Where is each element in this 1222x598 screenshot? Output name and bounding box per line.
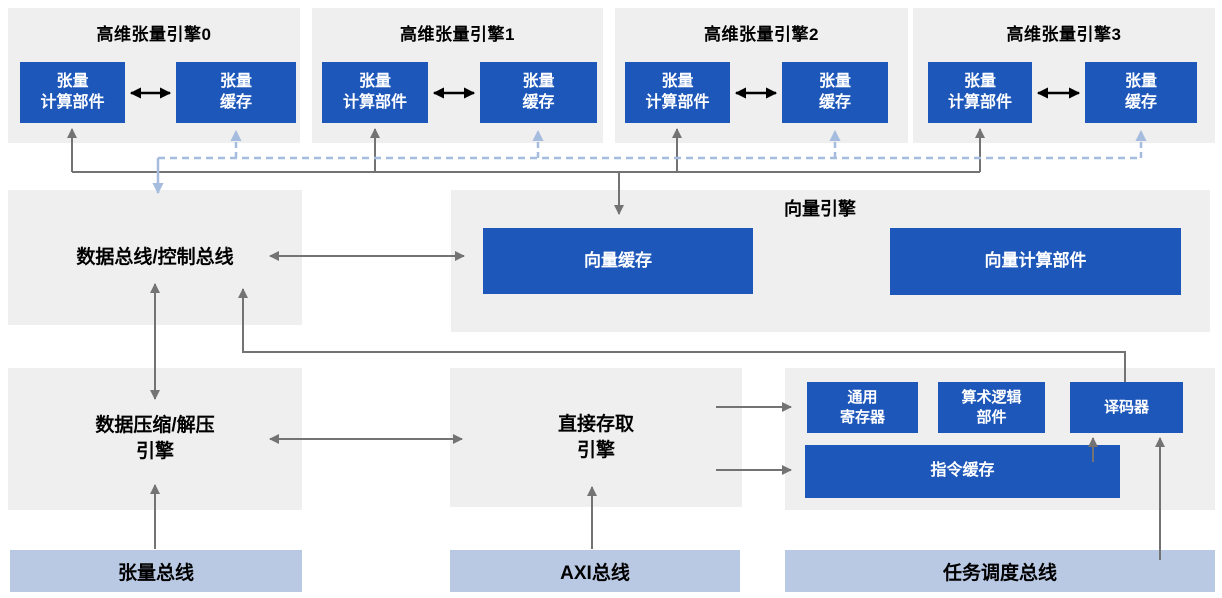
tensor-compute-unit-3: 张量 计算部件 [928, 62, 1032, 123]
general-registers-box: 通用 寄存器 [807, 382, 918, 433]
tensor-cache-3: 张量 缓存 [1085, 62, 1197, 123]
tensor-cache-2: 张量 缓存 [782, 62, 888, 123]
alu-box: 算术逻辑 部件 [938, 382, 1045, 433]
axi-bus-bar: AXI总线 [450, 550, 740, 592]
instruction-cache-box: 指令缓存 [805, 445, 1120, 498]
decoder-box: 译码器 [1070, 382, 1183, 433]
vector-engine-title: 向量引擎 [784, 198, 856, 219]
tensor-cache-0: 张量 缓存 [176, 62, 296, 123]
tensor-compute-unit-1: 张量 计算部件 [322, 62, 428, 123]
tensor-engine-1-title: 高维张量引擎1 [400, 25, 515, 44]
dma-engine-panel [450, 368, 742, 507]
dma-engine-label: 直接存取 引擎 [557, 413, 634, 461]
vector-cache: 向量缓存 [483, 228, 753, 294]
compression-engine-label: 数据压缩/解压 引擎 [95, 415, 215, 462]
task-schedule-bus-bar: 任务调度总线 [785, 550, 1215, 592]
tensor-engine-0-title: 高维张量引擎0 [96, 25, 212, 44]
tensor-engine-2-title: 高维张量引擎2 [704, 25, 819, 44]
vector-compute-unit: 向量计算部件 [890, 228, 1181, 295]
tensor-engine-3-title: 高维张量引擎3 [1006, 25, 1122, 44]
tensor-compute-unit-2: 张量 计算部件 [625, 62, 730, 123]
tensor-cache-1: 张量 缓存 [480, 62, 597, 123]
tensor-bus-bar: 张量总线 [10, 550, 302, 592]
data-control-bus-label: 数据总线/控制总线 [76, 246, 234, 268]
tensor-compute-unit-0: 张量 计算部件 [20, 62, 125, 123]
